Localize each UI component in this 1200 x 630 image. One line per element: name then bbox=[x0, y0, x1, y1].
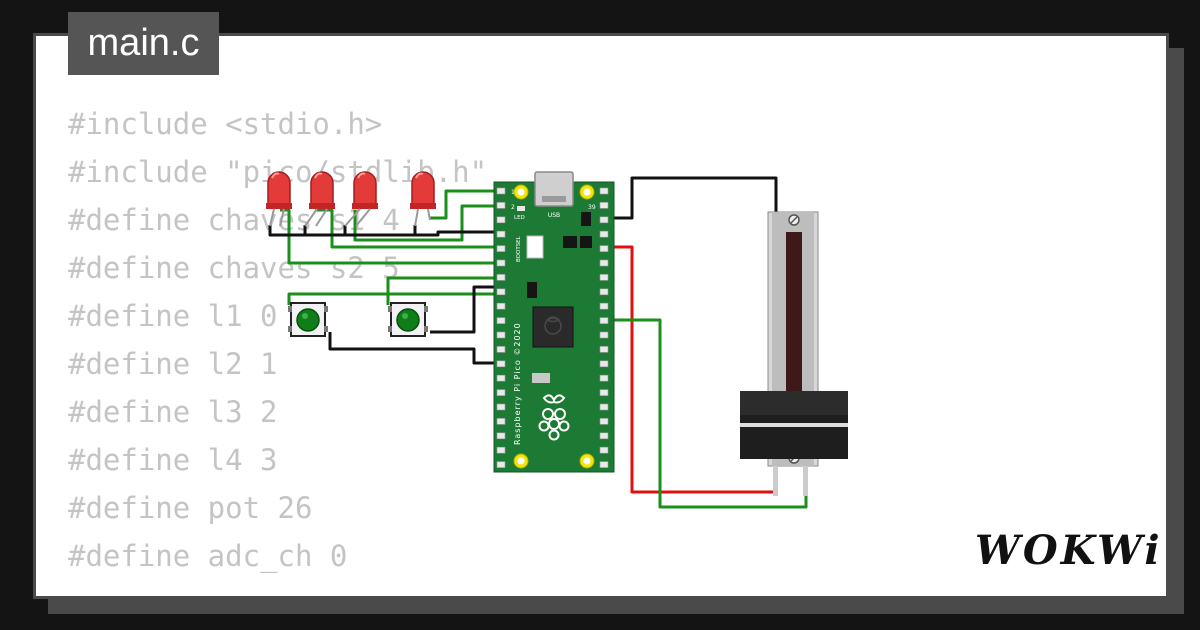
header-pin bbox=[496, 274, 506, 281]
header-pin bbox=[599, 389, 609, 396]
header-pin bbox=[599, 432, 609, 440]
pushbutton[interactable] bbox=[288, 302, 328, 337]
header-pin bbox=[496, 187, 506, 195]
header-pin bbox=[599, 202, 609, 209]
header-pin bbox=[599, 331, 609, 339]
header-pin bbox=[496, 432, 506, 440]
header-pin bbox=[599, 446, 609, 454]
pin-label: 39 bbox=[588, 204, 596, 211]
header-pin bbox=[496, 259, 506, 267]
slider-knob[interactable] bbox=[740, 391, 848, 459]
header-pin bbox=[496, 331, 506, 339]
header-pin bbox=[599, 288, 609, 296]
led-red[interactable] bbox=[410, 171, 436, 227]
header-pin bbox=[599, 360, 609, 368]
pico-board[interactable]: USB 1 2 39 LED BOOTSEL Raspberry Pi Pico… bbox=[493, 171, 615, 473]
code-line: #define l3 2 bbox=[68, 395, 278, 429]
header-pin bbox=[599, 374, 609, 382]
wire-black bbox=[430, 285, 508, 334]
header-pin bbox=[496, 302, 506, 310]
wire-green bbox=[386, 276, 508, 305]
code-line: #define l1 0 bbox=[68, 299, 278, 333]
slide-potentiometer[interactable] bbox=[740, 211, 848, 496]
wire-green bbox=[353, 204, 508, 242]
pin-label: 1 bbox=[511, 189, 515, 196]
code-line: #define l2 1 bbox=[68, 347, 278, 381]
pico-pin-headers bbox=[496, 187, 609, 468]
header-pin bbox=[496, 317, 506, 324]
led-row bbox=[266, 171, 436, 227]
header-pin bbox=[599, 216, 609, 224]
header-pin bbox=[496, 374, 506, 382]
header-pin bbox=[599, 461, 609, 468]
code-line: #define pot 26 bbox=[68, 491, 313, 525]
led-label: LED bbox=[514, 215, 525, 221]
header-pin bbox=[496, 418, 506, 425]
header-pin bbox=[496, 202, 506, 209]
code-line: #define chaves s1 4 bbox=[68, 203, 400, 237]
header-pin bbox=[496, 389, 506, 396]
code-line: #define l4 3 bbox=[68, 443, 278, 477]
header-pin bbox=[496, 216, 506, 224]
led-red[interactable] bbox=[304, 171, 335, 227]
usb-label: USB bbox=[548, 212, 560, 219]
raspberry-logo-icon bbox=[538, 394, 570, 441]
header-pin bbox=[599, 418, 609, 425]
header-pin bbox=[496, 245, 506, 252]
wire-green bbox=[430, 189, 508, 220]
header-pin bbox=[599, 302, 609, 310]
code-line: #include <stdio.h> bbox=[68, 107, 383, 141]
file-tab[interactable]: main.c bbox=[68, 12, 219, 75]
header-pin bbox=[599, 187, 609, 195]
header-pin bbox=[496, 230, 506, 238]
header-pin bbox=[599, 403, 609, 411]
header-pin bbox=[599, 346, 609, 353]
header-pin bbox=[599, 230, 609, 238]
pushbutton[interactable] bbox=[388, 302, 428, 337]
wire-green bbox=[287, 292, 508, 305]
header-pin bbox=[496, 403, 506, 411]
bootsel-label: BOOTSEL bbox=[516, 235, 522, 262]
header-pin bbox=[599, 245, 609, 252]
wire-black bbox=[268, 225, 508, 237]
wire-green bbox=[315, 208, 508, 249]
header-pin bbox=[496, 461, 506, 468]
header-pin bbox=[496, 446, 506, 454]
pin-label: 2 bbox=[511, 204, 515, 211]
header-pin bbox=[599, 317, 609, 324]
board-name: Raspberry Pi Pico ©2020 bbox=[513, 322, 522, 445]
header-pin bbox=[496, 360, 506, 368]
wokwi-logo: WOKWi bbox=[975, 527, 1163, 574]
header-pin bbox=[599, 274, 609, 281]
code-line: #define chaves s2 5 bbox=[68, 251, 400, 285]
code-line: #define adc_ch 0 bbox=[68, 539, 348, 573]
code-preview: #include <stdio.h>#include "pico/stdlib.… bbox=[68, 100, 487, 580]
led-red[interactable] bbox=[344, 171, 378, 227]
led-red[interactable] bbox=[266, 171, 292, 227]
wire-black bbox=[328, 332, 508, 365]
wire-black bbox=[596, 176, 778, 220]
header-pin bbox=[599, 259, 609, 267]
header-pin bbox=[496, 346, 506, 353]
header-pin bbox=[496, 288, 506, 296]
